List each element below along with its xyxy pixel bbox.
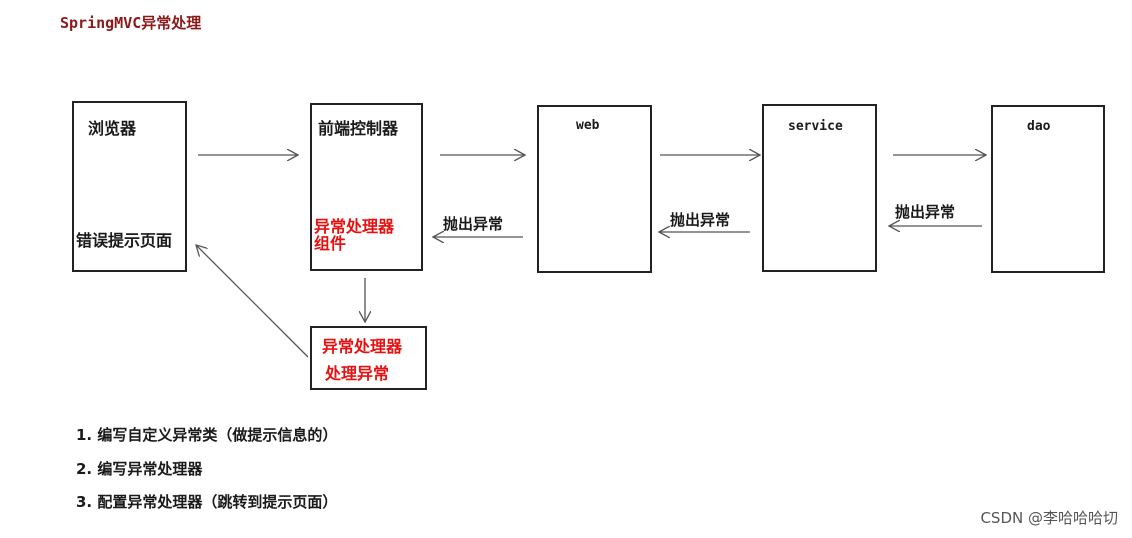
front-controller-box — [310, 103, 423, 271]
exception-handler-component-line2: 组件 — [314, 234, 347, 253]
browser-label: 浏览器 — [88, 119, 137, 138]
service-box — [762, 104, 877, 272]
error-page-label: 错误提示页面 — [76, 231, 173, 250]
web-label: web — [576, 118, 600, 133]
step-2: 2. 编写异常处理器 — [76, 460, 203, 478]
throw-label-web: 抛出异常 — [443, 215, 504, 233]
arrow-handler-to-browser — [196, 245, 309, 358]
browser-box — [72, 101, 187, 272]
throw-label-dao: 抛出异常 — [895, 203, 956, 221]
handle-exception-label: 处理异常 — [325, 364, 390, 383]
service-label: service — [788, 119, 843, 134]
exception-handler-label: 异常处理器 — [322, 337, 403, 356]
diagram-title: SpringMVC异常处理 — [60, 14, 202, 32]
step-1: 1. 编写自定义异常类（做提示信息的） — [76, 426, 338, 444]
throw-label-service: 抛出异常 — [670, 211, 731, 229]
dao-label: dao — [1027, 119, 1051, 134]
front-controller-label: 前端控制器 — [318, 119, 399, 138]
step-3: 3. 配置异常处理器（跳转到提示页面） — [76, 493, 338, 511]
dao-box — [991, 105, 1105, 273]
csdn-watermark: CSDN @李哈哈哈切 — [980, 509, 1118, 527]
exception-handler-component-line1: 异常处理器 — [314, 217, 395, 236]
web-box — [537, 105, 652, 273]
exception-handler-box — [310, 326, 427, 390]
